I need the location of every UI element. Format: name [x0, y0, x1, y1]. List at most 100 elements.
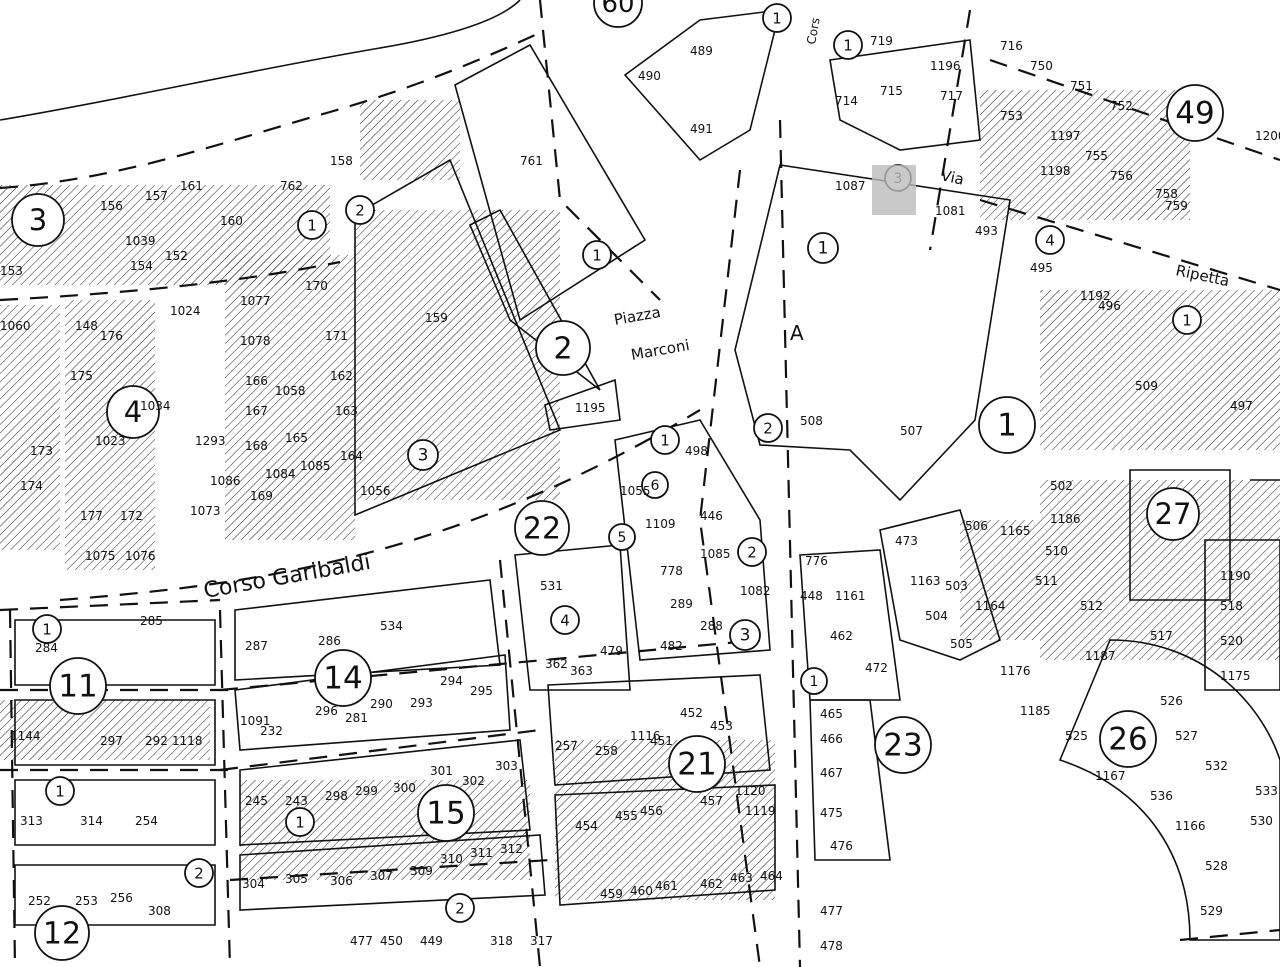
parcel-number: 496 [1098, 299, 1121, 313]
parcel-number: 528 [1205, 859, 1228, 873]
parcel-number: 491 [690, 122, 713, 136]
parcel-number: 472 [865, 661, 888, 675]
zone-circle-ring [641, 471, 669, 499]
zone-circle-ring [582, 240, 612, 270]
parcel-number: 1144 [10, 729, 41, 743]
zone-circle-c26: 26 [1099, 710, 1157, 768]
hatched-blocks [0, 90, 1280, 900]
parcel-number: 716 [1000, 39, 1023, 53]
parcel-number: 306 [330, 874, 353, 888]
parcel-number: 536 [1150, 789, 1173, 803]
parcel-number: 1109 [645, 517, 676, 531]
zone-circle-label: 21 [677, 747, 716, 783]
parcel-number: 446 [700, 509, 723, 523]
zone-circle-c2_a: 2 [345, 195, 375, 225]
parcel-number: 1076 [125, 549, 156, 563]
zone-circle-ring [1172, 305, 1202, 335]
parcel-number: 531 [540, 579, 563, 593]
parcel-number: 459 [600, 887, 623, 901]
parcel-number: 512 [1080, 599, 1103, 613]
zone-circle-label: 11 [58, 669, 97, 705]
parcel-number: 527 [1175, 729, 1198, 743]
parcel-number: 290 [370, 697, 393, 711]
parcel-number: 154 [130, 259, 153, 273]
parcel-number: 310 [440, 852, 463, 866]
parcel-number: 498 [685, 444, 708, 458]
block-outlines [14, 9, 1280, 941]
parcel-number: 1165 [1000, 524, 1031, 538]
zone-circle-ring [445, 893, 475, 923]
parcel-number: 362 [545, 657, 568, 671]
parcel-number: 156 [100, 199, 123, 213]
parcel-number: 293 [410, 696, 433, 710]
parcel-number: 505 [950, 637, 973, 651]
parcel-number: 753 [1000, 109, 1023, 123]
parcel-number: 284 [35, 641, 58, 655]
parcel-number: 758 [1155, 187, 1178, 201]
zone-circle-c6_446: 6 [641, 471, 669, 499]
parcel-number: 1195 [575, 401, 606, 415]
zone-circle-ring [184, 858, 214, 888]
parcel-number: 478 [820, 939, 843, 953]
parcel-number: 461 [655, 879, 678, 893]
parcel-number: 294 [440, 674, 463, 688]
parcel-number: 467 [820, 766, 843, 780]
parcel-number: 153 [0, 264, 23, 278]
parcel-number: 1091 [240, 714, 271, 728]
parcel-number: 1060 [0, 319, 31, 333]
zone-circle-ring [45, 776, 75, 806]
parcel-number: 455 [615, 809, 638, 823]
parcel-number: 778 [660, 564, 683, 578]
parcel-number: 1085 [700, 547, 731, 561]
parcel-number: 170 [305, 279, 328, 293]
parcel-number: 1185 [1020, 704, 1051, 718]
parcel-number: 160 [220, 214, 243, 228]
parcel-number: 1118 [172, 734, 203, 748]
parcel-number: 1073 [190, 504, 221, 518]
zone-circle-ring [807, 232, 839, 264]
parcel-number: 448 [800, 589, 823, 603]
parcel-number: 1081 [935, 204, 966, 218]
parcel-number: 318 [490, 934, 513, 948]
zone-circle-label: 1 [810, 674, 819, 690]
parcel-number: 305 [285, 872, 308, 886]
parcel-number: 177 [80, 509, 103, 523]
zone-circle-ring [417, 784, 475, 842]
parcel-number: 453 [710, 719, 733, 733]
zone-circle-ring [753, 413, 783, 443]
zone-circle-c3_left: 3 [11, 193, 65, 247]
parcel-number: 534 [380, 619, 403, 633]
parcel-number: 456 [640, 804, 663, 818]
parcel-number: 299 [355, 784, 378, 798]
street-corso-top: Cors [804, 17, 822, 46]
zone-circle-ring [650, 425, 680, 455]
zone-circle-c3_160: 3 [407, 439, 439, 471]
zone-circle-ring [535, 320, 591, 376]
zone-circle-ring [668, 735, 726, 793]
zone-circle-c2_1082: 2 [737, 537, 767, 567]
parcel-number: 475 [820, 806, 843, 820]
street-piazza: Piazza [613, 303, 662, 329]
zone-circle-label: 60 [601, 0, 634, 19]
zone-circle-label: 1 [997, 408, 1017, 444]
zone-circle-label: 4 [560, 611, 570, 629]
parcel-number: 717 [940, 89, 963, 103]
zone-circle-c49: 49 [1166, 84, 1224, 142]
zone-circle-ring [106, 385, 160, 439]
parcel-number: 313 [20, 814, 43, 828]
parcel-number: 174 [20, 479, 43, 493]
parcel-number: 526 [1160, 694, 1183, 708]
parcel-number: 1082 [740, 584, 771, 598]
zone-circle-label: 3 [418, 446, 429, 466]
zone-circle-label: 1 [42, 620, 52, 638]
zone-circle-c11: 11 [49, 657, 107, 715]
parcel-number: 532 [1205, 759, 1228, 773]
zone-circle-c21: 21 [668, 735, 726, 793]
parcel-number: 256 [110, 891, 133, 905]
zone-circle-ring [874, 716, 932, 774]
parcel-number: 245 [245, 794, 268, 808]
zone-circle-label: 6 [651, 478, 660, 494]
parcel-number: 1056 [360, 484, 391, 498]
zone-circle-label: 2 [747, 543, 757, 561]
